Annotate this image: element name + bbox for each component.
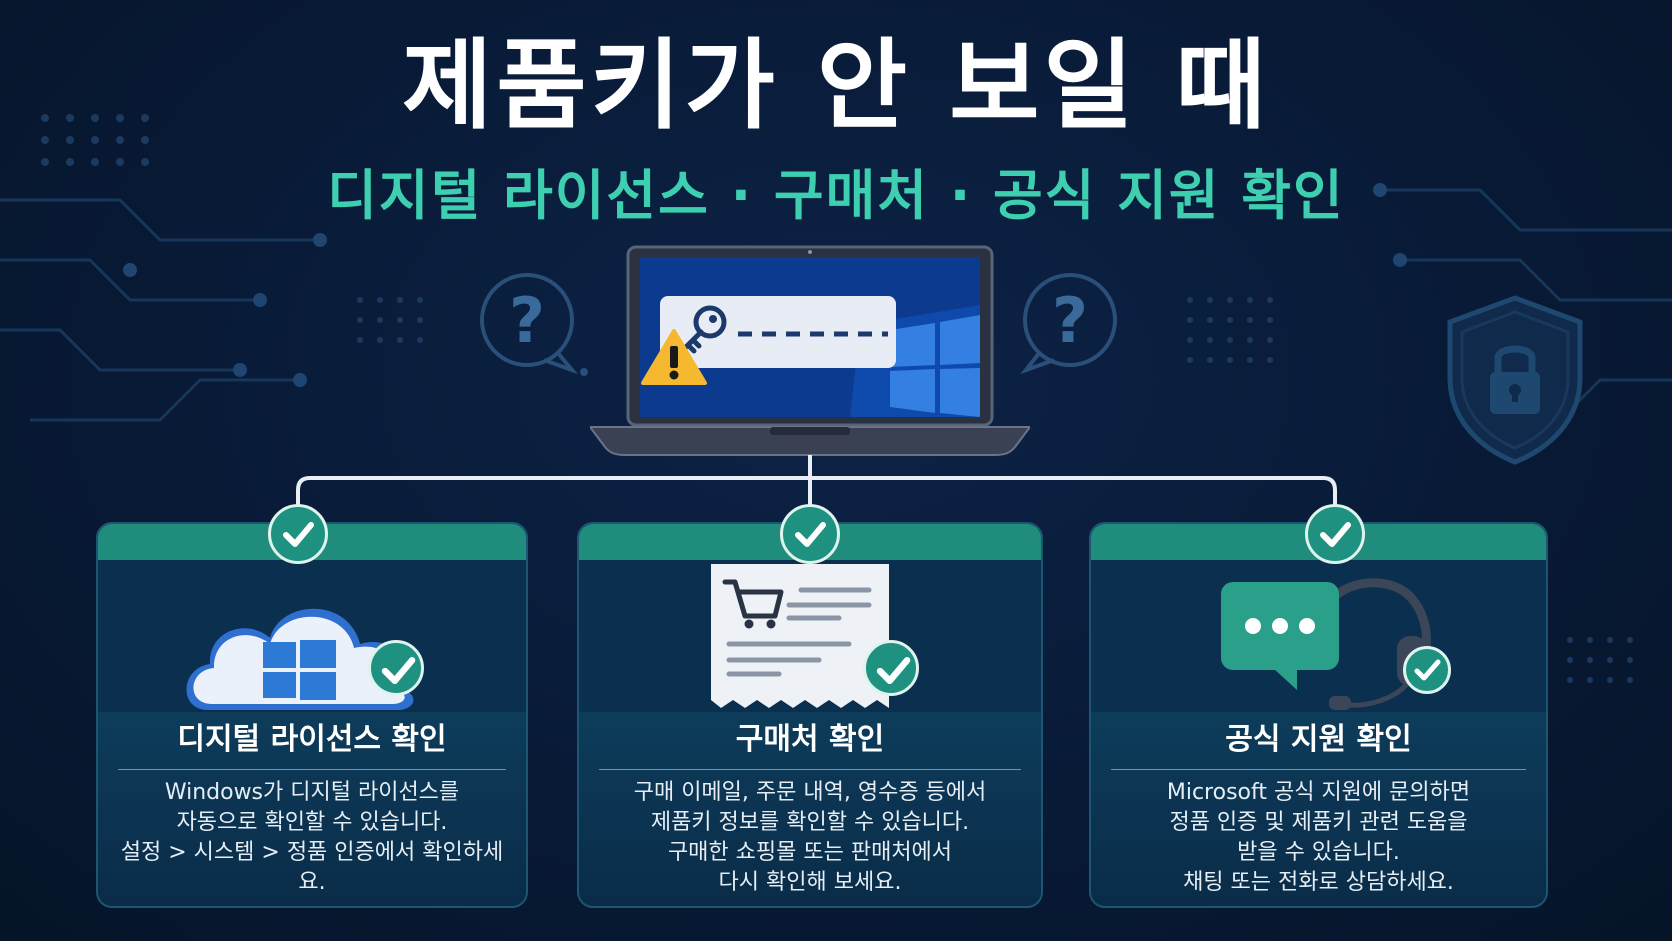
cloud-windows-icon [186, 608, 414, 710]
card-description-line: 구매 이메일, 주문 내역, 영수증 등에서 [633, 780, 987, 805]
chat-bubble-icon [1221, 582, 1339, 690]
cart-icon [722, 579, 784, 619]
page-title: 제품키가 안 보일 때 [402, 29, 1270, 143]
card-description-line: Windows가 디지털 라이선스를 [164, 780, 460, 805]
card-description-line: 설정 > 시스템 > 정품 인증에서 확인하세요. [120, 840, 504, 895]
card-description-line: 구매한 쇼핑몰 또는 판매처에서 [667, 840, 953, 865]
card-description-line: 다시 확인해 보세요. [718, 870, 902, 895]
card-description-line: 받을 수 있습니다. [1237, 840, 1400, 865]
card-divider [118, 769, 506, 770]
chat-headset-icon [1221, 578, 1431, 710]
check-icon [863, 640, 919, 696]
card-official-support: 공식 지원 확인 Microsoft 공식 지원에 문의하면 정품 인증 및 제… [1089, 522, 1548, 908]
card-title: 디지털 라이선스 확인 [177, 722, 447, 757]
check-icon [368, 640, 424, 696]
product-key-field-icon [660, 296, 896, 368]
card-title: 공식 지원 확인 [1225, 722, 1412, 757]
svg-text:?: ? [509, 284, 545, 357]
warning-icon [641, 329, 707, 385]
card-divider [1111, 769, 1526, 770]
question-bubble-icon: ? [480, 273, 588, 376]
card-body [579, 712, 1041, 906]
check-icon [268, 504, 328, 564]
shield-lock-icon [1447, 295, 1583, 465]
card-body [98, 712, 526, 906]
card-description-line: 채팅 또는 전화로 상담하세요. [1183, 870, 1454, 895]
card-description: Microsoft 공식 지원에 문의하면 정품 인증 및 제품키 관련 도움을… [1101, 778, 1536, 898]
check-icon [1305, 504, 1365, 564]
card-title: 구매처 확인 [735, 722, 885, 757]
key-icon [681, 305, 727, 354]
card-divider [599, 769, 1021, 770]
card-description: 구매 이메일, 주문 내역, 영수증 등에서 제품키 정보를 확인할 수 있습니… [589, 778, 1031, 898]
check-icon [780, 504, 840, 564]
question-bubble-icon: ? [1020, 273, 1117, 375]
page-subtitle: 디지털 라이선스 · 구매처 · 공식 지원 확인 [327, 164, 1345, 227]
check-icon [1403, 646, 1451, 694]
receipt-cart-icon [711, 564, 889, 708]
card-description-line: 자동으로 확인할 수 있습니다. [176, 810, 448, 835]
card-purchase-source: 구매처 확인 구매 이메일, 주문 내역, 영수증 등에서 제품키 정보를 확인… [577, 522, 1043, 908]
card-description: Windows가 디지털 라이선스를 자동으로 확인할 수 있습니다. 설정 >… [108, 778, 516, 898]
card-description-line: 제품키 정보를 확인할 수 있습니다. [650, 810, 970, 835]
svg-text:?: ? [1052, 284, 1088, 357]
card-description-line: Microsoft 공식 지원에 문의하면 [1166, 780, 1471, 805]
card-body [1091, 712, 1546, 906]
card-description-line: 정품 인증 및 제품키 관련 도움을 [1169, 810, 1468, 835]
card-digital-license: 디지털 라이선스 확인 Windows가 디지털 라이선스를 자동으로 확인할 … [96, 522, 528, 908]
